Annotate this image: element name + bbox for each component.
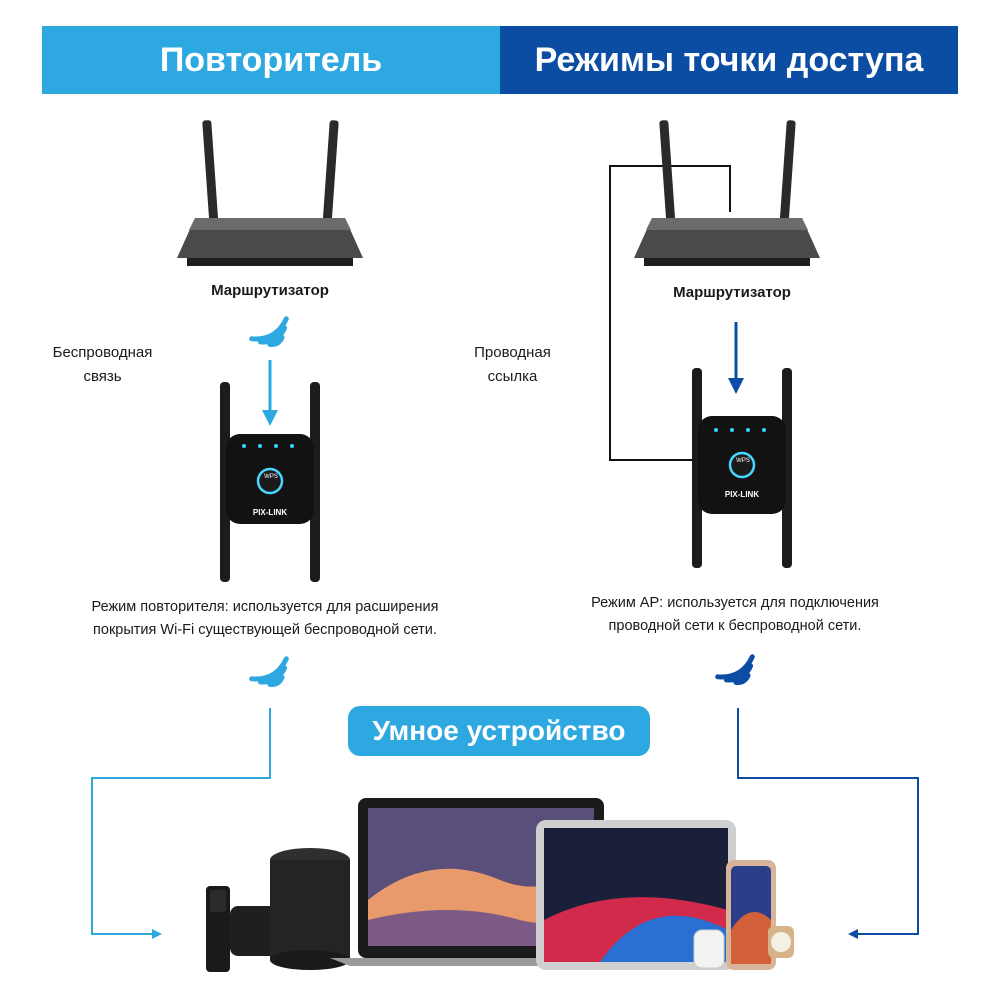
- repeater-mode-banner: Повторитель: [42, 26, 500, 94]
- wps-button-label: WPS: [736, 458, 750, 464]
- ap-description-line1: Режим AP: используется для подключения: [591, 595, 879, 611]
- router-icon: [177, 120, 363, 266]
- wired-link-label-line1: Проводная: [474, 344, 551, 361]
- wired-link-label: Проводная ссылка: [440, 341, 585, 389]
- wifi-signal-icon: [249, 656, 289, 687]
- router-label: Маршрутизатор: [673, 284, 791, 301]
- arrow-down-icon: [728, 322, 744, 394]
- wired-connection-line: [609, 165, 731, 461]
- wps-button-label: WPS: [264, 474, 278, 480]
- repeater-icon: [220, 382, 320, 582]
- router-icon: [634, 120, 820, 266]
- ap-description-line2: проводной сети к беспроводной сети.: [608, 618, 862, 634]
- repeater-icon: [692, 368, 792, 568]
- repeater-description-line1: Режим повторителя: используется для расш…: [91, 599, 439, 615]
- wired-link-label-line2: ссылка: [487, 368, 538, 385]
- left-connector-line: [91, 708, 271, 939]
- router-label: Маршрутизатор: [211, 282, 329, 299]
- wifi-signal-icon: [249, 316, 289, 347]
- wifi-signal-icon: [715, 654, 755, 685]
- smart-device-label: Умное устройство: [348, 706, 650, 756]
- devices-illustration: [206, 798, 794, 972]
- arrow-down-icon: [262, 360, 278, 426]
- wireless-link-label-line2: связь: [83, 368, 122, 385]
- ap-description: Режим AP: используется для подключения п…: [530, 592, 940, 638]
- repeater-description: Режим повторителя: используется для расш…: [40, 596, 490, 642]
- repeater-description-line2: покрытия Wi-Fi существующей беспроводной…: [93, 622, 437, 638]
- right-connector-line: [737, 708, 919, 939]
- device-brand-label: PIX-LINK: [252, 508, 288, 517]
- access-point-mode-banner: Режимы точки доступа: [500, 26, 958, 94]
- wireless-link-label: Беспроводная связь: [30, 341, 175, 389]
- device-brand-label: PIX-LINK: [724, 490, 760, 499]
- wireless-link-label-line1: Беспроводная: [52, 344, 153, 361]
